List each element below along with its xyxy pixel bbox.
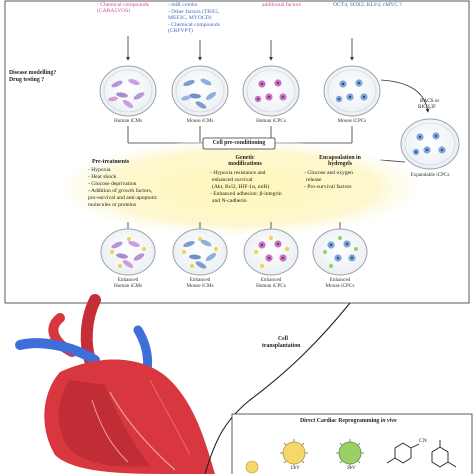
- label-mouse-icms: Mouse iCMs: [186, 118, 214, 124]
- encapsulation-heading-1: Encapsulation in: [319, 155, 361, 161]
- pretreat-item-1: - Hypoxia: [88, 167, 111, 173]
- dish-enhanced-mouse-icpcs: [312, 228, 368, 276]
- disease-modelling-text: Disease modelling?: [9, 70, 57, 76]
- encap-item-3: - Pro-survival factors: [304, 184, 352, 190]
- main-frame: [4, 0, 470, 304]
- dish-enhanced-mouse-icms: [172, 228, 228, 276]
- dish-enhanced-human-icms: [100, 228, 156, 276]
- pretreat-item-2: - Heat shock: [88, 174, 117, 180]
- pretreat-item-4: - Addition of growth factors,: [88, 188, 153, 194]
- dish-mouse-icpcs: [323, 65, 381, 117]
- chem-compounds-text: - Chemical compounds: [97, 2, 149, 8]
- bacs-text: BACS or: [420, 98, 440, 104]
- chem-compounds-text-b: (CARA5VOS): [97, 8, 131, 14]
- genetic-heading-1: Genetic: [235, 155, 255, 161]
- precondition-title: Cell pre-conditioning: [212, 140, 266, 146]
- small-vector-icon: [245, 460, 259, 474]
- sev-vector-icon: [336, 439, 364, 467]
- chemical-structure-icon: [386, 440, 457, 468]
- genetic-item-1: - Hypoxia resistance and: [210, 170, 266, 176]
- mirna-text: - miR combo: [168, 2, 198, 8]
- genetic-heading-2: modifications: [228, 161, 262, 167]
- cell-text: Cell: [278, 336, 288, 342]
- oct4-text: OCT4, SOX2, KLF4, cMYC ?: [333, 2, 402, 8]
- encap-item-2: release: [306, 177, 322, 183]
- label-human-icpcs: Human iCPCs: [256, 118, 286, 124]
- pretreatments-heading: Pre-treatments: [92, 159, 130, 165]
- dish-human-icpcs: [242, 65, 300, 117]
- transplantation-text: transplantation: [262, 343, 301, 349]
- pretreat-item-3: - Glucose deprivation: [88, 181, 137, 187]
- drug-testing-text: Drug testing ?: [9, 77, 45, 83]
- genetic-item-5: and N-cadherin: [212, 198, 247, 204]
- label-enhanced-human-icms-2: Human iCMs: [113, 283, 143, 289]
- direct-reprogramming-italic: in vivo: [380, 418, 397, 424]
- dish-enhanced-human-icpcs: [243, 228, 299, 276]
- sev-label: SeV: [347, 466, 356, 471]
- pretreat-item-6: molecules or proteins: [88, 202, 137, 208]
- heart-illustration: [15, 294, 216, 474]
- dish-expandable-icpcs: [400, 118, 460, 170]
- arrow-to-expandable: [380, 79, 430, 113]
- pretreat-item-5: pro-survival and anti-apoptotic: [88, 195, 158, 201]
- label-enhanced-human-icpcs-1: Enhanced: [260, 277, 282, 283]
- label-enhanced-mouse-icms-2: Mouse iCMs: [186, 283, 214, 289]
- encap-item-1: - Glucose and oxygen: [304, 170, 353, 176]
- precondition-glow: [62, 140, 418, 236]
- ric-lif-text: RIC/LIF: [418, 104, 436, 110]
- direct-reprogramming-prefix: Direct Cardiac Reprogramming: [300, 418, 381, 424]
- label-expandable-icpcs: Expandable iCPCs: [410, 172, 450, 178]
- encapsulation-heading-2: hydrogels: [327, 161, 353, 167]
- cn-label: CN: [419, 438, 427, 444]
- genetic-item-2: enhanced survival: [212, 177, 253, 183]
- label-enhanced-mouse-icms-1: Enhanced: [189, 277, 211, 283]
- dish-human-icms: [99, 65, 157, 117]
- additional-factors-text: additional factors: [262, 2, 301, 8]
- label-human-icms: Human iCMs: [113, 118, 143, 124]
- other-factors-text-b: MEF2C, MYOCD): [168, 15, 212, 21]
- precondition-title-box: [202, 137, 276, 150]
- label-enhanced-mouse-icpcs-2: Mouse iCPCs: [325, 283, 355, 289]
- transplant-curve: [204, 302, 351, 474]
- label-enhanced-mouse-icpcs-1: Enhanced: [329, 277, 351, 283]
- direct-reprogramming-title: Direct Cardiac Reprogramming in vivo: [300, 418, 397, 424]
- label-mouse-icpcs: Mouse iCPCs: [337, 118, 367, 124]
- lev-label: LeV: [291, 466, 300, 471]
- chem-compounds-2-text-b: (CRFVPT): [168, 28, 193, 34]
- dish-mouse-icms: [171, 65, 229, 117]
- label-enhanced-human-icpcs-2: Human iCPCs: [256, 283, 286, 289]
- genetic-item-3: (Akt, Bcl2, HIF-1α, miR): [212, 184, 270, 190]
- chem-compounds-2-text: - Chemical compounds: [168, 22, 220, 28]
- lev-vector-icon: [280, 439, 308, 467]
- other-factors-text: - Other factors (TBX5,: [168, 9, 220, 15]
- label-enhanced-human-icms-1: Enhanced: [117, 277, 139, 283]
- genetic-item-4: - Enhanced adhesion: β-integrin: [210, 191, 282, 197]
